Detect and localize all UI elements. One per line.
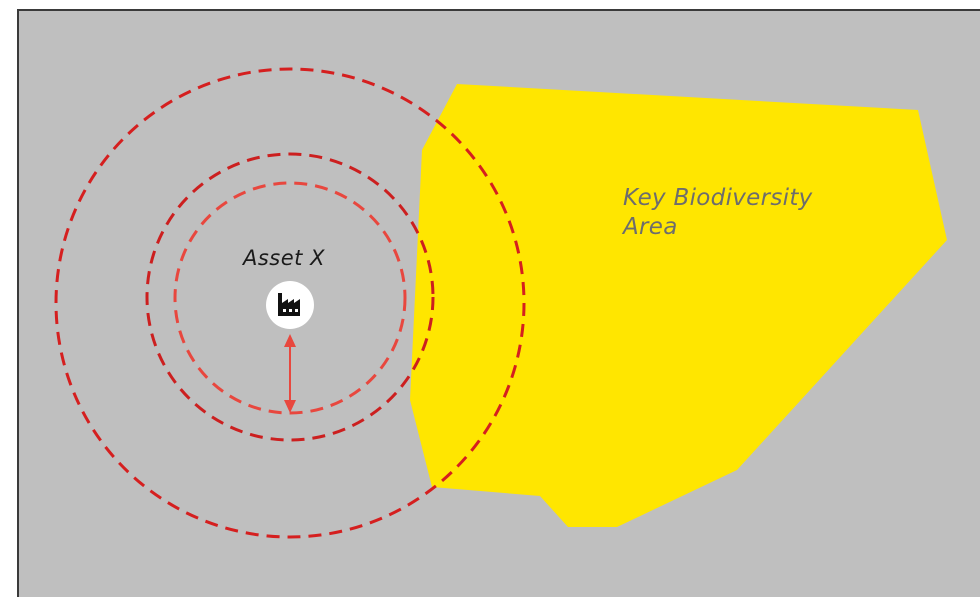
middle-buffer-circle (145, 152, 435, 442)
key-biodiversity-area-label: Key Biodiversity Area (623, 185, 813, 240)
asset-label: Asset X (243, 246, 325, 270)
outer-buffer-circle (54, 67, 526, 539)
key-biodiversity-area-shape (410, 84, 947, 527)
factory-icon (278, 293, 300, 316)
distance-arrow (284, 334, 296, 413)
asset-marker (266, 281, 314, 329)
